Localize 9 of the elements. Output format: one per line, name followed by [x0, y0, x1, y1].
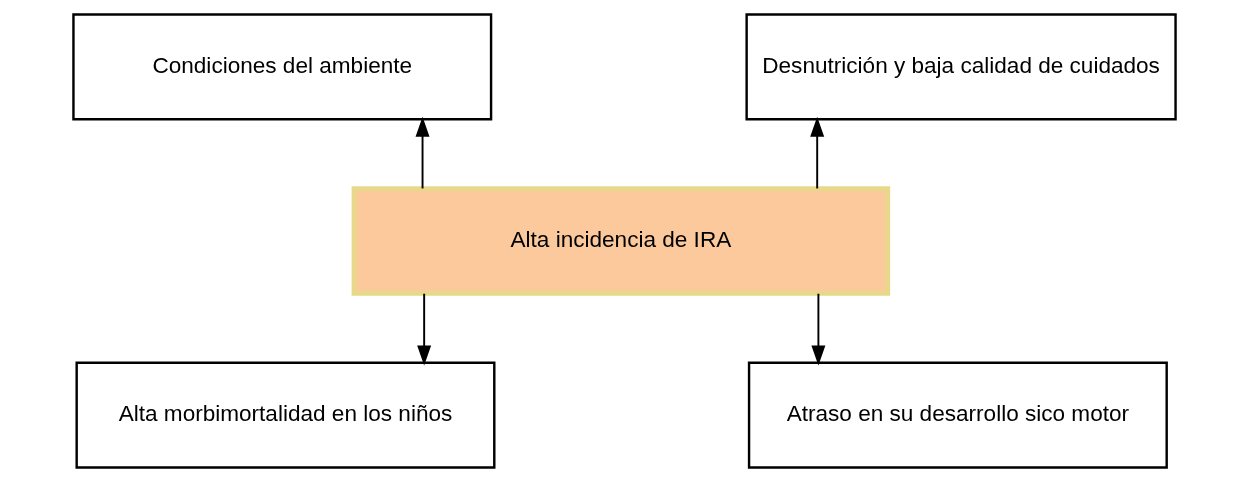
arrow	[417, 292, 432, 366]
node-box: Alta morbimortalidad en los niños	[75, 361, 496, 469]
arrow	[811, 292, 826, 366]
arrow	[810, 116, 825, 190]
node-box: Alta incidencia de IRA	[351, 186, 891, 296]
node-box: Desnutrición y baja calidad de cuidados	[745, 13, 1177, 121]
node-box: Condiciones del ambiente	[72, 13, 493, 121]
arrow	[415, 116, 430, 190]
node-box: Atraso en su desarrollo sico motor	[747, 361, 1168, 469]
